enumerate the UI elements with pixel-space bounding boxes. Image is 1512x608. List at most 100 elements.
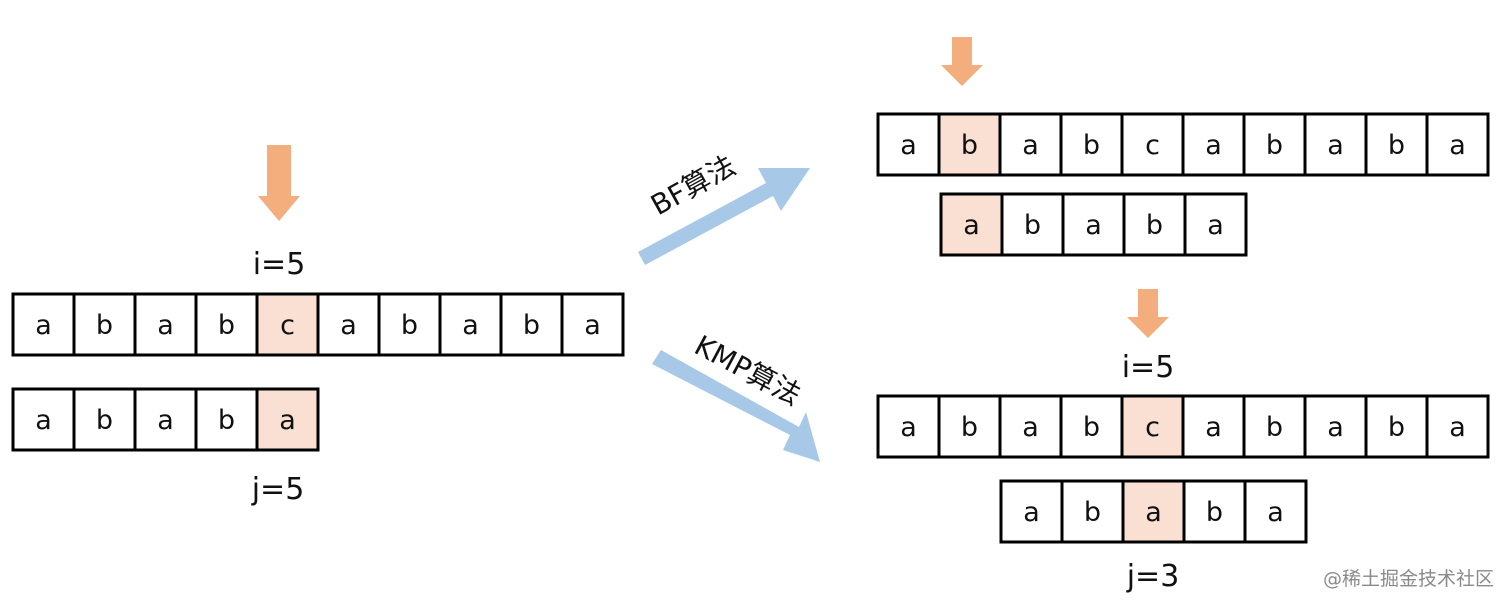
kmp-text-char: a <box>1327 412 1344 443</box>
left-text-char: c <box>280 310 295 341</box>
bf-text-cell <box>1059 112 1124 177</box>
bf-state: a b a b c a b a b a a b a b a <box>876 37 1490 257</box>
kmp-text-cell <box>1181 394 1246 459</box>
bf-pointer-arrow <box>941 37 983 86</box>
kmp-pattern-cell <box>1060 479 1125 544</box>
bf-pattern-char: a <box>1207 210 1224 241</box>
left-text-cell <box>11 292 76 357</box>
left-pattern-cell <box>255 387 320 452</box>
kmp-text-cell <box>876 394 941 459</box>
bf-pattern-char: a <box>1085 210 1102 241</box>
bf-text-char: a <box>1022 130 1039 161</box>
kmp-j-label: j=3 <box>1126 559 1180 594</box>
left-text-char: b <box>523 310 540 341</box>
kmp-pattern-cell <box>1121 479 1186 544</box>
left-pattern-char: b <box>96 405 113 436</box>
kmp-pointer-arrow <box>1127 289 1169 338</box>
left-text-char: b <box>218 310 235 341</box>
kmp-text-char: b <box>1266 412 1283 443</box>
kmp-text-char: a <box>1449 412 1466 443</box>
kmp-text-char: c <box>1145 412 1160 443</box>
bf-text-char: a <box>1327 130 1344 161</box>
bf-pattern-cell <box>1000 192 1065 257</box>
kmp-text-cell <box>1242 394 1307 459</box>
left-text-char: b <box>96 310 113 341</box>
bf-pattern-cell <box>1061 192 1126 257</box>
kmp-text-char: b <box>1388 412 1405 443</box>
left-pattern-char: b <box>218 405 235 436</box>
bf-text-cell <box>937 112 1002 177</box>
left-text-char: a <box>584 310 601 341</box>
left-pattern-char: a <box>279 405 296 436</box>
bf-transition: BF算法 <box>638 149 810 265</box>
left-pattern-char: a <box>157 405 174 436</box>
bf-text-cell <box>998 112 1063 177</box>
left-pointer-arrow <box>258 145 300 221</box>
kmp-transition: KMP算法 <box>652 329 820 462</box>
bf-transition-arrow <box>638 168 810 265</box>
bf-pattern-cell <box>1183 192 1248 257</box>
bf-text-char: c <box>1145 130 1160 161</box>
bf-text-char: b <box>1388 130 1405 161</box>
kmp-text-cell <box>998 394 1063 459</box>
kmp-pattern-char: a <box>1145 497 1162 528</box>
bf-text-cell <box>876 112 941 177</box>
kmp-pattern-cell <box>1243 479 1308 544</box>
kmp-text-cell <box>1059 394 1124 459</box>
bf-text-char: b <box>1266 130 1283 161</box>
left-text-cell <box>255 292 320 357</box>
left-text-char: a <box>340 310 357 341</box>
left-text-cell <box>377 292 442 357</box>
kmp-transition-arrow <box>652 350 820 462</box>
left-text-char: b <box>401 310 418 341</box>
left-text-cell <box>72 292 137 357</box>
kmp-i-label: i=5 <box>1122 350 1175 385</box>
left-pattern-char: a <box>35 405 52 436</box>
kmp-state: i=5 a b a b c a b a b a a b a b a j=3 <box>876 289 1490 594</box>
kmp-text-cell <box>1303 394 1368 459</box>
left-text-cell <box>133 292 198 357</box>
left-text-char: a <box>35 310 52 341</box>
kmp-text-char: a <box>1022 412 1039 443</box>
kmp-text-cell <box>937 394 1002 459</box>
bf-text-cell <box>1425 112 1490 177</box>
kmp-pattern-char: a <box>1267 497 1284 528</box>
bf-pattern-char: b <box>1146 210 1163 241</box>
left-text-char: a <box>462 310 479 341</box>
bf-pattern-char: b <box>1024 210 1041 241</box>
bf-text-char: b <box>961 130 978 161</box>
left-i-label: i=5 <box>253 247 306 282</box>
kmp-pattern-char: b <box>1084 497 1101 528</box>
left-text-cell <box>560 292 625 357</box>
left-text-cell <box>438 292 503 357</box>
kmp-pattern-char: a <box>1023 497 1040 528</box>
kmp-text-cell <box>1425 394 1490 459</box>
left-pattern-cell <box>194 387 259 452</box>
left-text-char: a <box>157 310 174 341</box>
kmp-pattern-char: b <box>1206 497 1223 528</box>
left-text-cell <box>499 292 564 357</box>
kmp-text-char: a <box>1205 412 1222 443</box>
kmp-text-char: a <box>900 412 917 443</box>
bf-pattern-char: a <box>963 210 980 241</box>
left-pattern-cell <box>72 387 137 452</box>
bf-text-char: a <box>900 130 917 161</box>
bf-text-cell <box>1181 112 1246 177</box>
left-state: i=5 a b a b c a b a b a a b a b a j=5 <box>11 145 625 507</box>
bf-text-char: a <box>1449 130 1466 161</box>
left-pattern-cell <box>133 387 198 452</box>
bf-text-char: a <box>1205 130 1222 161</box>
bf-text-char: b <box>1083 130 1100 161</box>
kmp-text-cell <box>1364 394 1429 459</box>
kmp-text-char: b <box>961 412 978 443</box>
watermark: @稀土掘金技术社区 <box>1323 568 1494 590</box>
left-j-label: j=5 <box>251 472 305 507</box>
kmp-text-char: b <box>1083 412 1100 443</box>
